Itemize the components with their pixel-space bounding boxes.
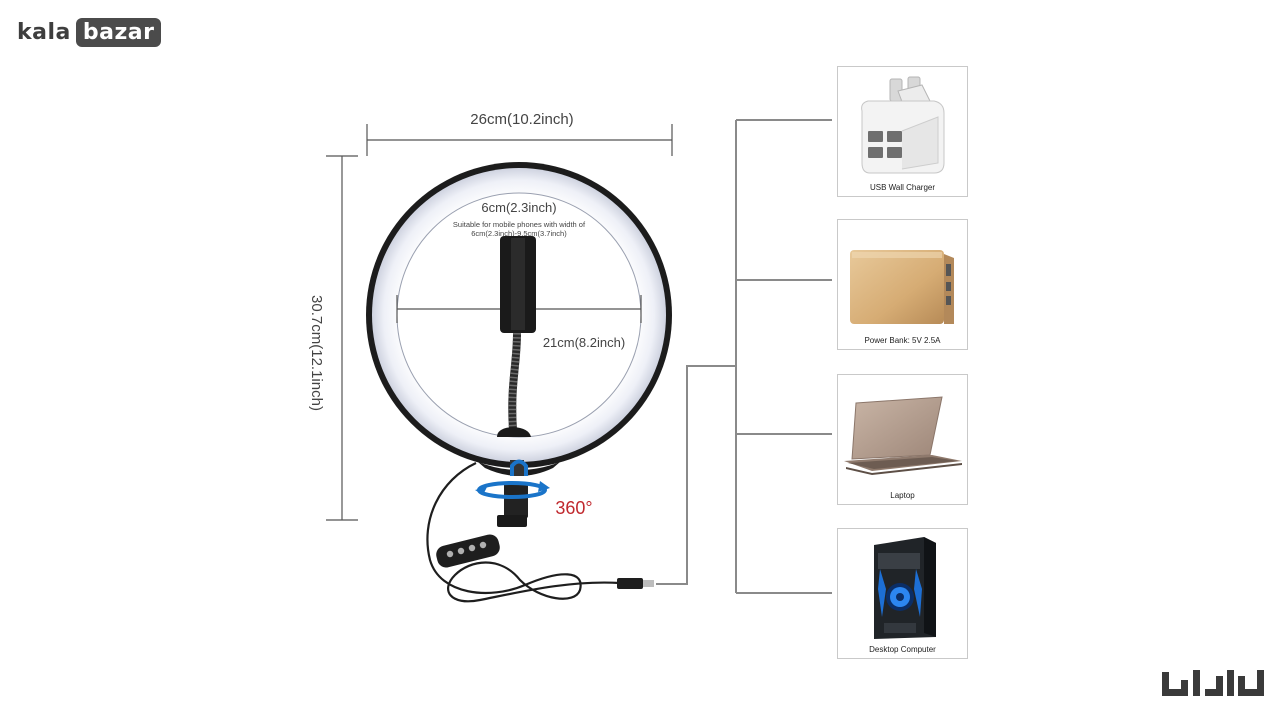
logo-text-kala: kala: [17, 19, 71, 45]
usb-wall-charger-icon: [861, 76, 945, 174]
clip-width-label: 6cm(2.3inch): [481, 200, 556, 215]
brand-logo[interactable]: kala bazar: [17, 17, 162, 47]
usb-cable: [426, 462, 654, 603]
height-dimension: 30.7cm(12.1inch): [308, 155, 358, 521]
device-card-desktop-computer: Desktop Computer: [837, 528, 968, 659]
device-label: Laptop: [890, 491, 915, 500]
device-label: USB Wall Charger: [869, 183, 936, 192]
clip-note-line1: Suitable for mobile phones with width of: [453, 220, 586, 229]
swivel-mount: [475, 459, 550, 527]
device-card-usb-wall-charger: USB Wall Charger: [837, 66, 968, 197]
inner-diameter-dimension: 21cm(8.2inch): [396, 295, 642, 350]
device-label: Desktop Computer: [869, 645, 936, 654]
power-bank-icon: [850, 250, 954, 324]
width-dimension: 26cm(10.2inch): [366, 111, 673, 156]
logo-text-bazar: bazar: [75, 17, 162, 47]
clip-note-line2: 6cm(2.3inch)-9.5cm(3.7inch): [471, 229, 567, 238]
desktop-computer-icon: [874, 537, 936, 639]
phone-holder: [497, 236, 536, 437]
laptop-icon: [844, 396, 962, 475]
device-card-power-bank: Power Bank: 5V 2.5A: [837, 219, 968, 350]
device-label: Power Bank: 5V 2.5A: [864, 336, 941, 345]
width-label: 26cm(10.2inch): [470, 111, 573, 128]
device-card-laptop: Laptop: [837, 374, 968, 505]
rotation-label: 360°: [555, 498, 592, 518]
kalabazar-watermark-logo: [1162, 670, 1264, 696]
inner-diameter-label: 21cm(8.2inch): [543, 335, 625, 350]
connector-lines: [656, 119, 832, 594]
height-label: 30.7cm(12.1inch): [308, 295, 325, 411]
